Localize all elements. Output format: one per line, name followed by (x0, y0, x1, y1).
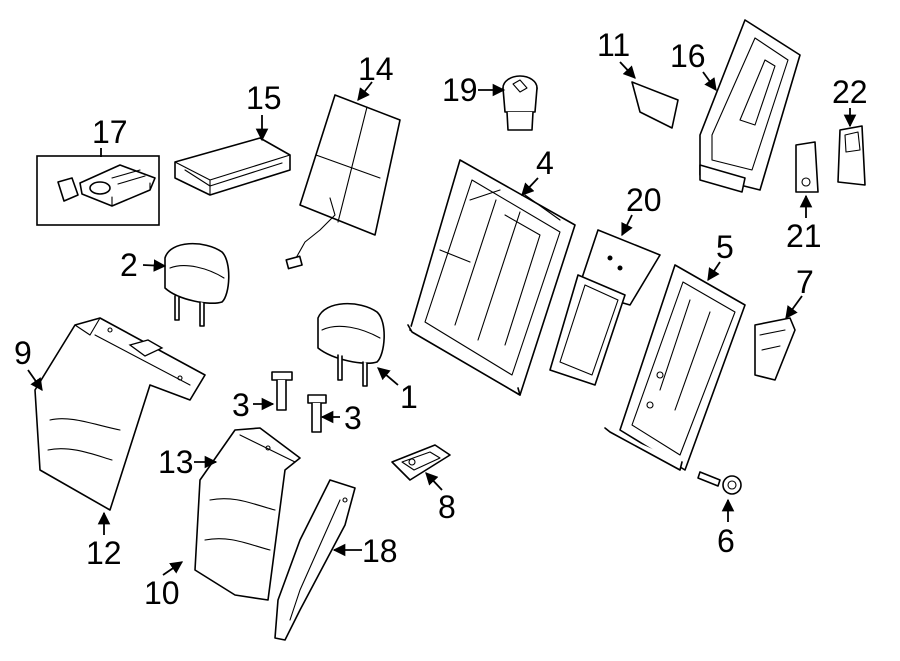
part-4-seat-back-frame (407, 159, 576, 396)
part-1-headrest (317, 302, 385, 387)
leader-14 (357, 81, 373, 101)
callout-7: 7 (796, 264, 814, 300)
leader-20 (621, 214, 633, 237)
callout-3b: 3 (344, 400, 362, 436)
callout-3a: 3 (232, 387, 250, 423)
part-2-headrest (164, 242, 230, 327)
part-5-seat-back-frame (604, 264, 746, 471)
callout-numbers: 1 2 3 3 4 5 6 7 8 9 10 11 12 13 14 15 16… (14, 27, 868, 611)
part-7-bracket (754, 317, 796, 381)
callout-21: 21 (786, 218, 822, 254)
part-13-seat-back-cover (194, 427, 301, 601)
callout-11: 11 (597, 27, 630, 63)
callout-16: 16 (670, 38, 706, 74)
callout-14: 14 (358, 51, 394, 87)
callout-6: 6 (717, 523, 735, 559)
leader-10 (162, 561, 184, 576)
callout-15: 15 (246, 80, 282, 116)
leader-1 (377, 367, 399, 386)
callout-12: 12 (86, 535, 122, 571)
part-3-guides (271, 371, 327, 433)
leader-16 (702, 71, 717, 92)
leader-2 (142, 259, 167, 272)
part-16-side-bolster (699, 19, 801, 193)
callout-1: 1 (400, 379, 418, 415)
part-9-seat-back-cover (34, 317, 206, 511)
leader-lines (27, 61, 857, 576)
part-14-heating-element (285, 94, 401, 270)
callout-9: 9 (14, 335, 32, 371)
inset-box (36, 155, 160, 226)
part-17-cup-holder (36, 155, 160, 226)
part-21-cover (795, 141, 819, 193)
leader-4 (521, 177, 539, 196)
callout-22: 22 (832, 74, 868, 110)
callout-17: 17 (92, 114, 128, 150)
callout-5: 5 (716, 229, 734, 265)
callout-19: 19 (442, 72, 478, 108)
callout-8: 8 (438, 489, 456, 525)
callout-4: 4 (536, 145, 554, 181)
callout-18: 18 (362, 533, 398, 569)
callout-20: 20 (626, 182, 662, 218)
part-19-power-outlet (502, 75, 538, 131)
part-22-bracket (837, 125, 866, 186)
leader-9 (27, 369, 43, 392)
leader-7 (785, 295, 803, 320)
callout-2: 2 (120, 247, 138, 283)
part-15-armrest-pad (174, 137, 291, 196)
callout-13: 13 (158, 444, 194, 480)
part-8-bezel (391, 444, 451, 481)
callout-10: 10 (144, 575, 180, 611)
part-11-trim (631, 81, 679, 129)
part-18-side-panel (274, 479, 356, 641)
leader-8 (425, 472, 443, 491)
leader-5 (707, 261, 721, 282)
leader-11 (619, 61, 636, 79)
part-20-pad (549, 229, 661, 386)
part-6-bolt (697, 471, 742, 495)
